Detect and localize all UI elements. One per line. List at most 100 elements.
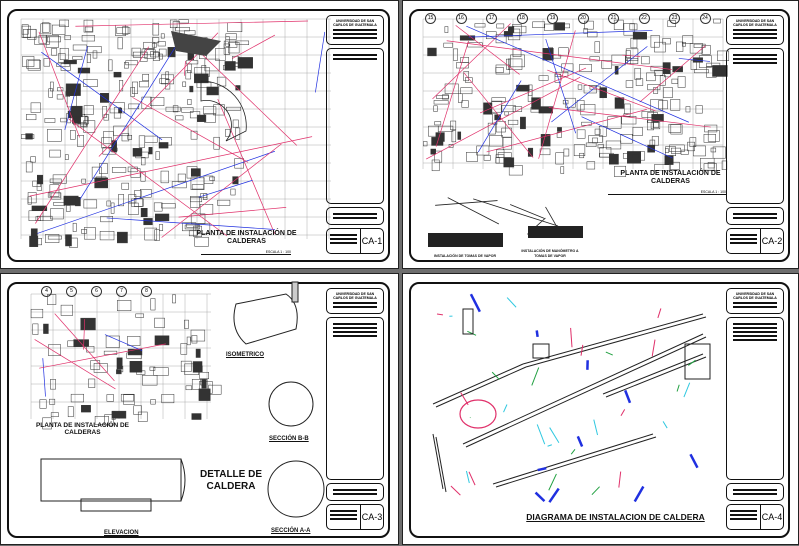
room-outline [65,35,71,39]
room-outline [132,82,137,94]
sheet-ca-4[interactable]: DIAGRAMA DE INSTALACION DE CALDERA UNIVE… [402,273,799,545]
scale-label: ESCALA 1 : 100 [201,250,291,255]
room-outline [226,107,240,110]
room-outline [631,38,637,48]
room-outline [128,336,141,345]
room-outline [492,101,502,112]
sheet-number: CA-1 [361,229,383,253]
grid-axis-label: 5 [66,286,77,297]
pipe-run [493,434,653,484]
room-outline [73,223,76,231]
room-outline [64,60,77,64]
room-outline [231,189,235,195]
room-outline [150,97,164,105]
legend-box [326,48,384,204]
room-outline [155,336,169,345]
room-outline [87,46,101,52]
sheet-number-box: CA-1 [326,228,384,254]
room-outline [45,118,55,122]
room-outline [496,67,504,72]
room-outline [140,52,147,61]
room-outline [112,167,126,172]
room-outline [186,386,192,390]
room-outline [141,208,147,216]
room-outline [671,148,680,153]
room-outline [186,71,191,79]
room-outline [185,225,200,229]
room-outline [587,162,595,169]
vessel [463,309,473,334]
room-outline [26,114,36,119]
room-outline [686,107,690,112]
room-outline [93,51,97,58]
plan-title: PLANTA DE INSTALACIÓN DE CALDERAS [189,230,304,246]
room-outline [456,63,468,68]
room-outline [73,45,87,50]
room-outline [226,37,230,47]
room-outline [131,87,135,96]
room-outline [431,149,436,154]
room-outline [118,37,122,48]
pipe-branch [538,468,547,470]
pipe-branch [451,486,460,495]
room-outline [671,99,680,110]
room-outline [26,162,32,172]
pipe-line [105,335,142,351]
room-outline [678,77,685,88]
room-outline [49,399,54,404]
room-outline [233,177,239,184]
room-outline [207,87,219,95]
pipe-branch [635,486,644,501]
room-outline [484,155,490,160]
room-outline [65,235,71,246]
pipe-branch [581,345,583,356]
room-outline [71,106,82,117]
room-outline [238,57,253,68]
pipe-branch [578,436,582,446]
university-name: UNIVERSIDAD DE SAN CARLOS DE GUATEMALA [730,292,780,300]
grid-axis-label: 20 [578,13,589,24]
title-block: UNIVERSIDAD DE SAN CARLOS DE GUATEMALA C… [726,288,784,530]
room-outline [648,84,660,89]
room-outline [460,36,475,41]
pipe-branch [625,390,630,402]
room-outline [711,148,716,152]
room-outline [50,150,61,157]
grid-axis-label: 21 [608,13,619,24]
room-outline [37,175,43,184]
room-outline [68,407,73,417]
room-outline [172,295,175,303]
room-outline [28,193,36,203]
pipe-run [496,437,656,487]
room-outline [556,153,564,164]
room-outline [435,122,441,125]
room-outline [462,101,469,108]
room-outline [646,73,655,81]
room-outline [428,48,437,56]
room-outline [693,146,705,156]
notes-box [326,483,384,501]
room-outline [143,74,149,80]
room-outline [228,23,242,32]
room-outline [188,99,191,104]
pipe-branch [684,383,690,397]
room-outline [122,183,129,189]
pipe-branch [658,308,661,317]
room-outline [652,136,658,145]
room-outline [453,49,457,60]
sheet-ca-1[interactable]: PLANTA DE INSTALACIÓN DE CALDERAS ESCALA… [0,0,399,269]
room-outline [30,236,38,247]
room-outline [496,121,505,132]
room-outline [714,19,721,23]
room-outline [60,20,69,27]
pipe-run [433,434,443,489]
room-outline [423,142,427,146]
detail-title-line-1: DETALLE DE [195,469,267,481]
pipe-line [487,109,647,152]
boiler-body [41,459,181,501]
grid-axis-label: 15 [425,13,436,24]
room-outline [153,23,159,35]
